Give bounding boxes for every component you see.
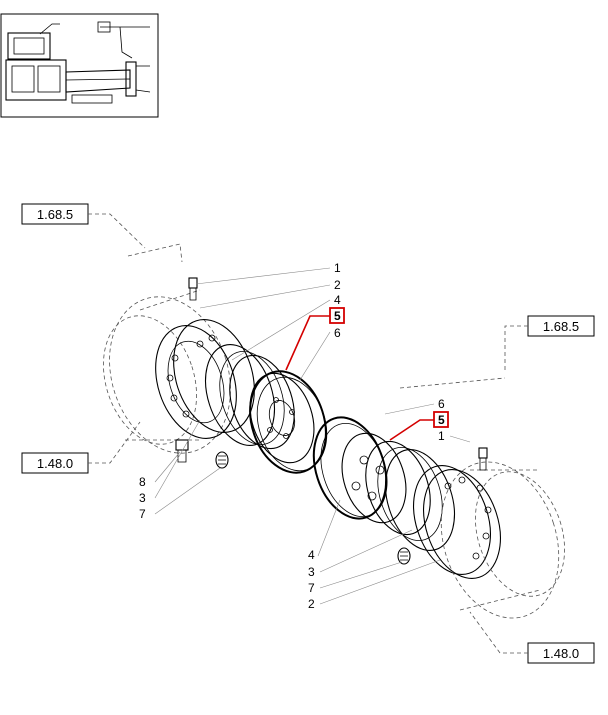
callout-7[interactable]: 7 — [308, 581, 315, 595]
callout-5: 5 — [438, 413, 445, 427]
callout-3[interactable]: 3 — [139, 491, 146, 505]
left-wheel-assembly — [103, 277, 328, 474]
ref-box-top-left[interactable]: 1.68.5 — [21, 203, 89, 225]
right-rim — [365, 440, 455, 551]
ref-box-bottom-right[interactable]: 1.48.0 — [527, 642, 595, 664]
callout-4[interactable]: 4 — [308, 548, 315, 562]
callout-2[interactable]: 2 — [308, 597, 315, 611]
right-wheel-disc — [413, 465, 501, 579]
callout-5-pointer — [389, 419, 434, 441]
right-nut-7 — [397, 547, 411, 565]
right-tyre-outline — [440, 461, 565, 619]
left-bolt-1 — [188, 277, 198, 301]
ref-label: 1.68.5 — [37, 207, 73, 222]
callout-5-highlight[interactable]: 5 — [433, 411, 449, 428]
tractor-drivetrain-thumbnail-icon[interactable] — [0, 13, 159, 118]
left-bolt-8 — [175, 439, 189, 463]
callout-5-pointer — [285, 315, 330, 371]
ref-box-bottom-left[interactable]: 1.48.0 — [21, 452, 89, 474]
callout-8[interactable]: 8 — [139, 475, 146, 489]
callout-5: 5 — [334, 309, 341, 323]
left-nut-7 — [215, 451, 229, 469]
callout-6[interactable]: 6 — [438, 397, 445, 411]
callout-1[interactable]: 1 — [334, 261, 341, 275]
ref-label: 1.48.0 — [543, 646, 579, 661]
left-rim — [205, 344, 295, 450]
left-callouts: 1 2 4 5 6 8 3 7 — [139, 261, 345, 521]
callout-3[interactable]: 3 — [308, 565, 315, 579]
callout-5-highlight[interactable]: 5 — [329, 307, 345, 324]
ref-label: 1.48.0 — [37, 456, 73, 471]
right-bolt-1 — [478, 447, 488, 471]
right-callouts: 6 5 1 4 3 7 2 — [308, 397, 471, 611]
callout-2[interactable]: 2 — [334, 278, 341, 292]
left-centre-disc — [249, 372, 315, 464]
callout-4[interactable]: 4 — [334, 293, 341, 307]
callout-6[interactable]: 6 — [334, 326, 341, 340]
ref-box-top-right[interactable]: 1.68.5 — [527, 315, 595, 337]
callout-1[interactable]: 1 — [438, 429, 445, 443]
ref-leaders — [88, 213, 528, 654]
ref-label: 1.68.5 — [543, 319, 579, 334]
callout-7[interactable]: 7 — [139, 507, 146, 521]
left-seal-ring — [249, 370, 328, 474]
right-wheel-assembly — [312, 416, 565, 619]
